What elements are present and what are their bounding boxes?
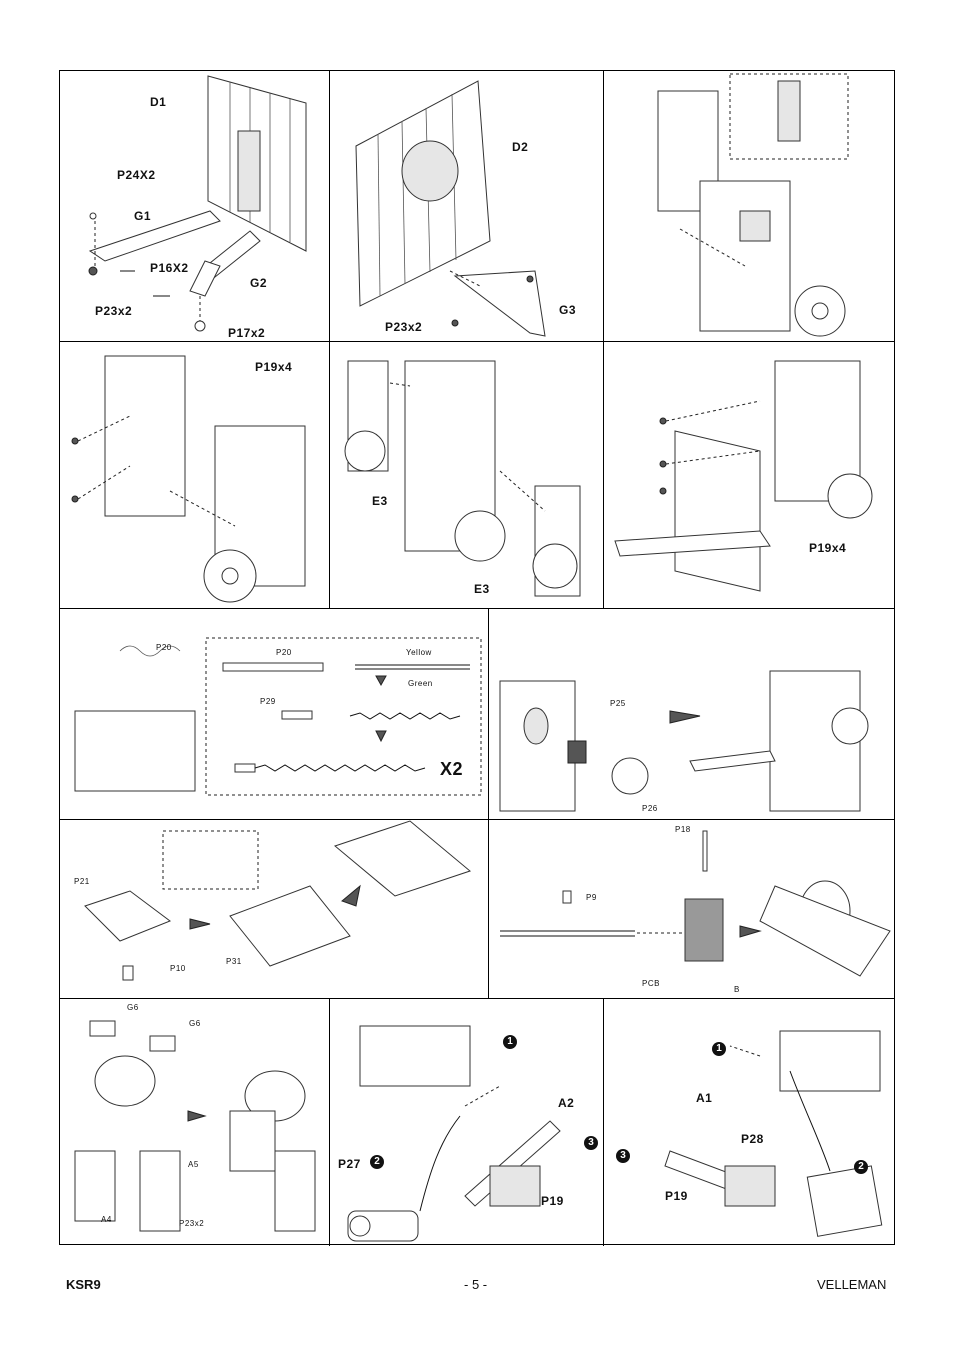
label-p19-b: P19x4 [809,541,847,555]
label-x2: X2 [440,759,464,779]
panel-a1-battery [664,1030,883,1237]
col-divider [329,998,330,1246]
label-p19-a: P19x4 [255,360,293,374]
label-p28: P28 [741,1132,764,1146]
row-divider [60,341,894,342]
label-p19-c: P19 [541,1194,564,1208]
label-g2: G2 [250,276,268,290]
label-p31: P31 [226,957,242,966]
label-d1: D1 [150,95,167,109]
step-number-2-badge: 2 [854,1160,868,1174]
panel-d1-g1-g2 [88,75,307,332]
label-pcb: PCB [642,979,660,988]
footer-brand: VELLEMAN [817,1277,887,1292]
panel-e3 [344,360,581,597]
assembly-steps-grid: D1 P24X2 G1 P16X2 G2 P23x2 P17x2 D2 G3 P… [59,70,895,1246]
label-p19-d: P19 [665,1189,688,1203]
label-p20-a: P20 [156,643,172,652]
label-a1: A1 [696,1091,713,1105]
step-number-3-badge: 3 [584,1136,598,1150]
panel-d2-g3 [355,80,546,337]
step-number-2-badge: 2 [370,1155,384,1169]
label-b: B [734,985,740,994]
panel-a2-battery [347,1025,561,1242]
label-p23-b: P23x2 [385,320,423,334]
label-p23-a: P23x2 [95,304,133,318]
row-divider [60,608,894,609]
label-g1: G1 [134,209,152,223]
col-divider [488,608,489,998]
wire-strip [222,662,470,773]
label-a5: A5 [188,1160,199,1169]
col-divider [329,71,330,608]
panel-frame-servo [657,73,849,337]
label-a2: A2 [558,1096,575,1110]
label-e3-a: E3 [372,494,388,508]
label-yellow: Yellow [406,648,432,657]
step-number-3-badge: 3 [616,1149,630,1163]
label-p29: P29 [260,697,276,706]
label-p20-b: P20 [276,648,292,657]
panel-pcb-b [500,830,891,977]
footer-model: KSR9 [66,1277,101,1292]
row-divider [60,819,894,820]
panel-pcb-p21 [84,820,472,981]
label-p16: P16X2 [150,261,189,275]
row-divider [60,998,894,999]
label-p18: P18 [675,825,691,834]
label-g3: G3 [559,303,577,317]
panel-p19-mount [71,355,306,603]
label-p27: P27 [338,1157,361,1171]
label-g6-a: G6 [127,1003,139,1012]
label-p25: P25 [610,699,626,708]
label-green: Green [408,679,433,688]
step-number-1-badge: 1 [503,1035,517,1049]
label-p21: P21 [74,877,90,886]
panel-plate-mount [614,360,873,592]
label-g6-b: G6 [189,1019,201,1028]
label-p9: P9 [586,893,597,902]
panel-a4-a5-g6 [74,1020,316,1232]
footer-page-number: - 5 - [464,1277,488,1292]
panel-wires [74,637,482,796]
label-e3-b: E3 [474,582,490,596]
label-d2: D2 [512,140,529,154]
label-p10: P10 [170,964,186,973]
col-divider [603,71,604,608]
label-a4: A4 [101,1215,112,1224]
step-number-1-badge: 1 [712,1042,726,1056]
label-p26: P26 [642,804,658,813]
panel-battery-sensor [499,670,869,812]
label-p24: P24X2 [117,168,156,182]
col-divider [603,998,604,1246]
label-p17: P17x2 [228,326,266,340]
label-p23-c: P23x2 [179,1219,205,1228]
assembly-illustrations [71,73,891,1242]
